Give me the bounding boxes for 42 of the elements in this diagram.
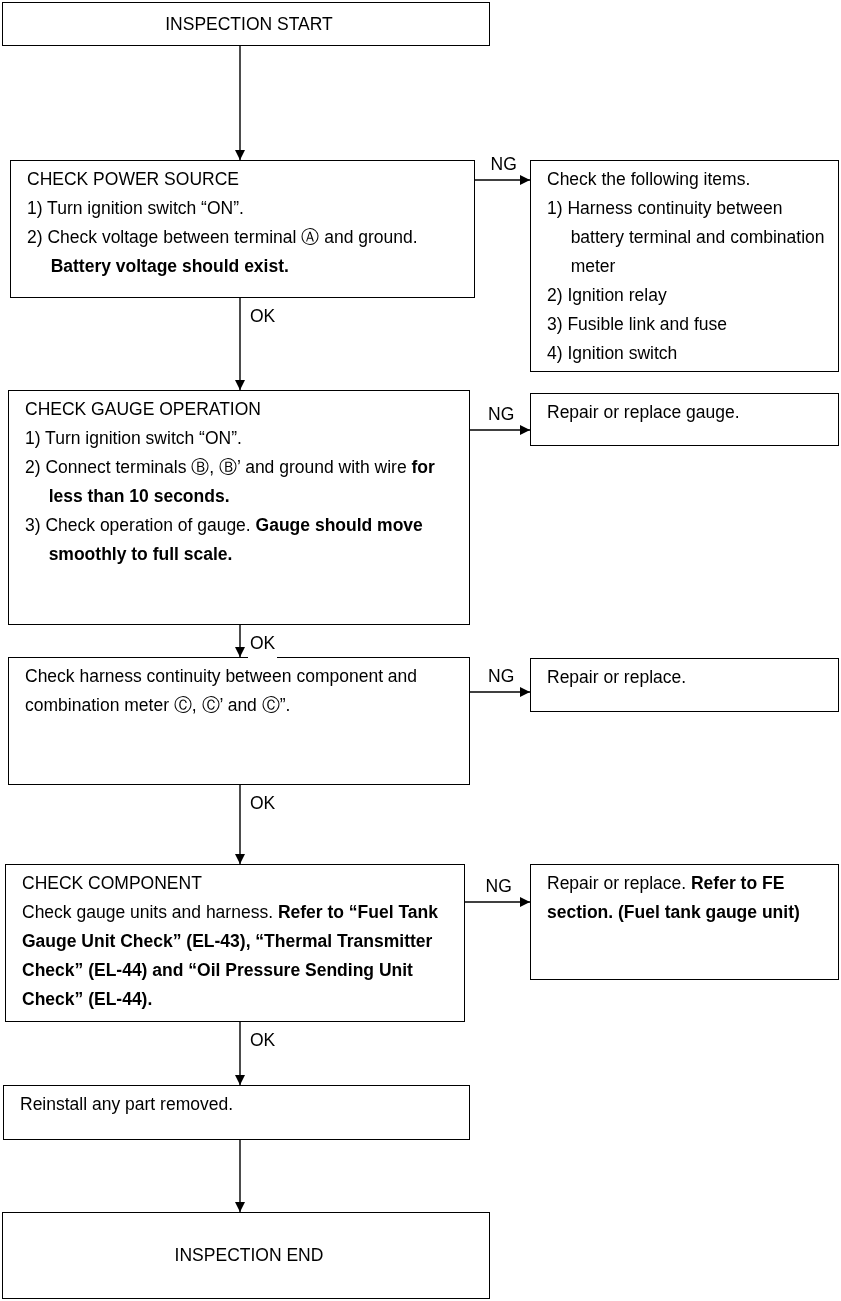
arrow [235, 624, 245, 658]
box-text: 4) Ignition switch [547, 342, 679, 365]
box-text: INSPECTION END [174, 1244, 324, 1267]
box-text: 2) Check voltage between terminal Ⓐ and ground. Battery voltage should exist. [27, 226, 419, 278]
process-box [3, 1085, 470, 1140]
arrow [469, 425, 531, 435]
box-text: INSPECTION START [165, 12, 333, 36]
box-text: 1) Turn ignition switch “ON”. [25, 427, 243, 450]
box-text: 2) Ignition relay [547, 284, 668, 307]
box-text: 1) Turn ignition switch “ON”. [27, 197, 245, 220]
process-box [5, 864, 465, 1022]
process-box [530, 658, 839, 712]
arrow [235, 45, 245, 161]
box-text: Repair or replace gauge. [547, 401, 741, 424]
process-box [10, 160, 475, 298]
process-box [8, 390, 470, 625]
process-box [530, 864, 839, 980]
process-box [530, 160, 839, 372]
process-box [530, 393, 839, 446]
box-text: 3) Check operation of gauge. Gauge should move smoothly to full scale. [25, 514, 424, 566]
arrow [474, 175, 531, 185]
process-box [2, 1212, 490, 1299]
box-text: 2) Connect terminals Ⓑ, Ⓑ’ and ground with wire for less than 10 seconds. [25, 456, 436, 508]
box-text: Check gauge units and harness. Refer to “Fuel Tank Gauge Unit Check” (EL-43), “Thermal Transmitter Check” (EL-44) and “Oil Pressure Sending Unit Check” (EL-44). [22, 901, 439, 1011]
arrow [235, 297, 245, 391]
arrow [235, 784, 245, 865]
box-text: 3) Fusible link and fuse [547, 313, 728, 336]
box-text: 1) Harness continuity between battery terminal and combination meter [547, 197, 826, 278]
arrow [235, 1139, 245, 1213]
arrow [235, 1021, 245, 1086]
box-text: Repair or replace. [547, 666, 688, 689]
box-text: Repair or replace. Refer to FE section. (Fuel tank gauge unit) [547, 872, 801, 924]
box-heading: CHECK COMPONENT [22, 872, 203, 895]
box-heading: CHECK POWER SOURCE [27, 168, 240, 191]
process-box [8, 657, 470, 785]
arrow [469, 687, 531, 697]
process-box [2, 2, 490, 46]
arrow [464, 897, 531, 907]
box-text: Reinstall any part removed. [20, 1093, 235, 1116]
box-text: Check harness continuity between component and combination meter Ⓒ, Ⓒ’ and Ⓒ”. [25, 665, 419, 717]
box-heading: CHECK GAUGE OPERATION [25, 398, 262, 421]
box-heading: Check the following items. [547, 168, 752, 191]
